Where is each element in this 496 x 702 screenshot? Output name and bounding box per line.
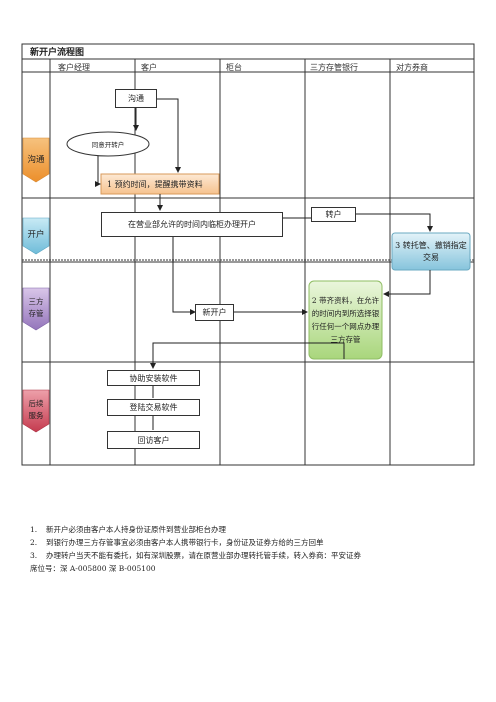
new-account-node: 新开户 — [195, 304, 234, 321]
communicate-node: 沟通 — [115, 89, 157, 108]
agree-node: 同意开转户 — [91, 141, 125, 149]
lane-header-counter: 柜台 — [226, 63, 242, 72]
appointment-node: 1 预约时间，提醒携带资料 — [107, 179, 203, 189]
diagram-title: 新开户流程图 — [30, 48, 85, 58]
branch-open-node: 在营业部允许的时间内临柜办理开户 — [101, 212, 283, 237]
transfer-custody-node: 3 转托管、撤销指定交易 — [395, 240, 467, 262]
lane-header-custody-bank: 三方存管银行 — [310, 63, 358, 72]
bank-custody-node-shape — [308, 280, 383, 360]
notes-section: 1. 新开户必须由客户本人持身份证原件到营业部柜台办理 2. 到银行办理三方存管… — [30, 523, 470, 575]
install-software-node: 协助安装软件 — [107, 370, 200, 386]
stage-label-open: 开户 — [27, 230, 45, 240]
lane-header-customer: 客户 — [141, 63, 157, 72]
note-item: 3. 办理转户当天不能有委托，如有深圳股票，请在原营业部办理转托管手续，转入券商… — [30, 551, 361, 560]
stage-label-custody: 三方存管 — [28, 297, 44, 318]
note-item: 1. 新开户必须由客户本人持身份证原件到营业部柜台办理 — [30, 525, 226, 534]
transfer-custody-node-shape — [391, 232, 471, 271]
stage-marker-service — [22, 389, 50, 433]
login-software-node: 登陆交易软件 — [107, 399, 200, 416]
agree-node-shape — [66, 131, 150, 157]
lane-header-account-manager: 客户经理 — [58, 63, 90, 72]
note-item: 2. 到银行办理三方存管事宜必须由客户本人携带银行卡，身份证及证券方给的三方回单 — [30, 538, 324, 547]
stage-label-service: 后续服务 — [28, 399, 44, 420]
stage-marker-custody — [22, 287, 50, 331]
seat-numbers: 席位号：深 A-005800 深 B-005100 — [30, 564, 156, 573]
stage-marker-open — [22, 217, 50, 255]
bank-custody-node: 2 带齐资料，在允许的时间内到所选择银行任何一个网点办理三方存管 — [311, 296, 380, 344]
revisit-customer-node: 回访客户 — [107, 431, 200, 449]
stage-label-communicate: 沟通 — [27, 155, 45, 165]
lane-header-other-broker: 对方券商 — [396, 63, 428, 72]
transfer-node: 转户 — [311, 207, 356, 222]
stage-marker-communicate — [22, 137, 50, 183]
